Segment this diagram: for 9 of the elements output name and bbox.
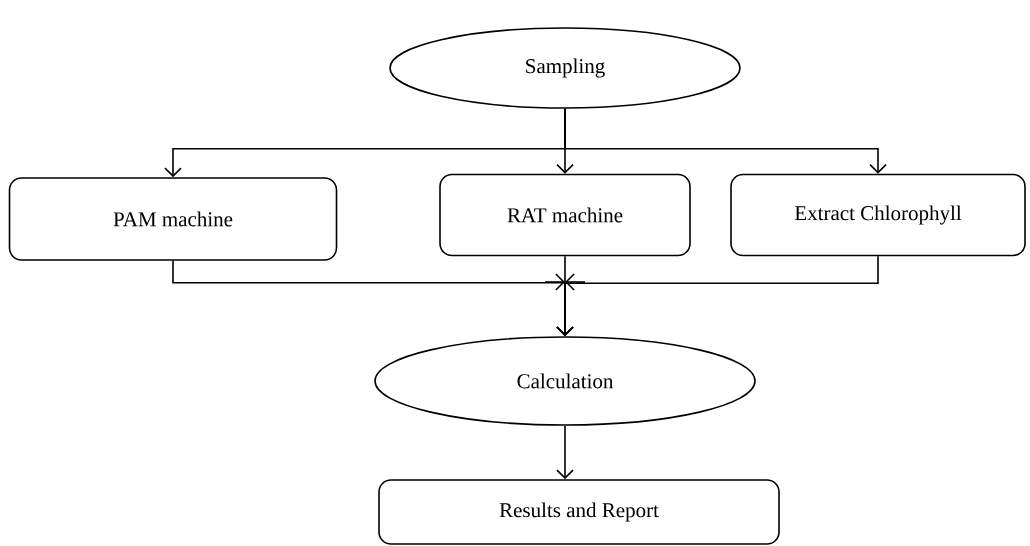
arrow — [556, 255, 879, 337]
process-box: PAM machine — [8, 177, 338, 261]
process-box: RAT machine — [439, 173, 691, 257]
process-box: Results and Report — [378, 479, 780, 545]
arrow — [556, 425, 574, 480]
process-box: Extract Chlorophyll — [730, 173, 1026, 257]
oval-node: Calculation — [374, 336, 756, 426]
arrow — [564, 108, 887, 174]
oval-node: Sampling — [389, 27, 741, 109]
